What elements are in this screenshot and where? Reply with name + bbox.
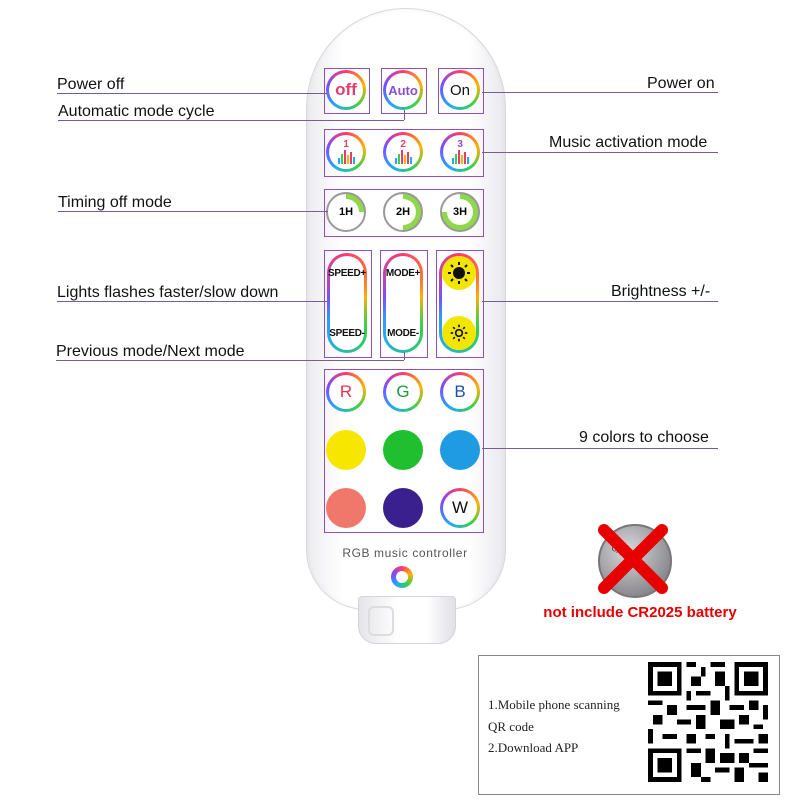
callout-brightness: Brightness +/- [611,283,711,300]
blue-button[interactable]: B [440,372,480,412]
brightness-box [436,250,484,358]
yellow-color-button[interactable] [326,430,366,470]
qr-step1b: QR code [488,719,534,734]
remote-notch [368,606,394,636]
power-off-button[interactable]: off [326,70,366,110]
timer-1h-button[interactable]: 1H [326,192,366,232]
brand-logo-icon [391,566,413,588]
timer-2h-button[interactable]: 2H [383,192,423,232]
callout-power-off: Power off [57,76,125,93]
white-button[interactable]: W [440,488,480,528]
mode-up-label: MODE+ [385,267,421,279]
callout-line-auto [58,120,404,121]
callout-prev-next: Previous mode/Next mode [56,343,245,360]
green-label: G [396,382,410,401]
speed-up-label: SPEED+ [328,267,366,279]
callout-line-mode [56,360,404,361]
callout-line-brightness [482,301,718,302]
callout-timing-off: Timing off mode [58,194,172,211]
auto-label: Auto [388,82,418,98]
callout-speed: Lights flashes faster/slow down [57,284,279,301]
brightness-down-button[interactable] [442,316,476,350]
indigo-color-button[interactable] [383,488,423,528]
callout-power-on: Power on [647,75,715,92]
color-grid-box [324,369,484,533]
callout-line-power-off [57,93,327,94]
timer-3h-label: 3H [447,199,473,225]
music-mode-1-label: 1 [343,139,349,150]
callout-line-colors [482,448,718,449]
callout-auto-cycle: Automatic mode cycle [58,103,215,120]
auto-button[interactable]: Auto [383,70,423,110]
blue-label: B [454,382,466,401]
cross-icon [598,524,668,594]
battery-not-included-note: not include CR2025 battery [543,604,737,621]
equalizer-icon [451,150,469,164]
timer-2h-label: 2H [390,199,416,225]
equalizer-icon [394,150,412,164]
music-box [324,129,484,177]
music-mode-1-button[interactable]: 1 [326,132,366,172]
timer-1h-label: 1H [333,199,359,225]
brightness-up-button[interactable] [442,256,476,290]
sun-large-icon [448,262,470,284]
qr-code-icon[interactable] [648,660,768,784]
white-label: W [451,498,469,517]
callout-line-music [482,152,718,153]
timer-3h-button[interactable]: 3H [440,192,480,232]
callout-colors: 9 colors to choose [579,429,709,446]
mode-down-label: MODE- [387,327,419,339]
on-box [438,68,484,114]
speed-pill [327,253,367,353]
sun-small-icon [450,324,468,342]
power-on-button[interactable]: On [440,70,480,110]
sky-blue-color-button[interactable] [440,430,480,470]
callout-vline-mode [404,352,405,360]
callout-vline-auto [404,110,405,120]
brand-text: RGB music controller [342,546,468,560]
equalizer-icon [337,150,355,164]
qr-step1: 1.Mobile phone scanning [488,697,620,712]
green-color-button[interactable] [383,430,423,470]
remote-tail [358,596,456,644]
coral-color-button[interactable] [326,488,366,528]
red-label: R [339,382,353,401]
callout-line-timing [58,211,328,212]
music-mode-2-button[interactable]: 2 [383,132,423,172]
speed-down-button[interactable]: SPEED- [327,313,367,353]
speed-up-button[interactable]: SPEED+ [327,253,367,293]
green-button[interactable]: G [383,372,423,412]
off-box [324,68,370,114]
mode-up-button[interactable]: MODE+ [383,253,423,293]
mode-down-button[interactable]: MODE- [383,313,423,353]
music-mode-2-label: 2 [400,139,406,150]
mode-pill [383,253,423,353]
power-off-label: off [335,80,357,99]
timer-box [324,189,484,237]
callout-line-speed [57,301,327,302]
qr-step2: 2.Download APP [488,740,579,755]
red-button[interactable]: R [326,372,366,412]
music-mode-3-label: 3 [457,139,463,150]
power-on-label: On [449,81,470,99]
music-mode-3-button[interactable]: 3 [440,132,480,172]
callout-line-power-on [482,92,718,93]
callout-music-mode: Music activation mode [549,134,708,151]
speed-box [324,250,372,358]
speed-down-label: SPEED- [329,327,365,339]
